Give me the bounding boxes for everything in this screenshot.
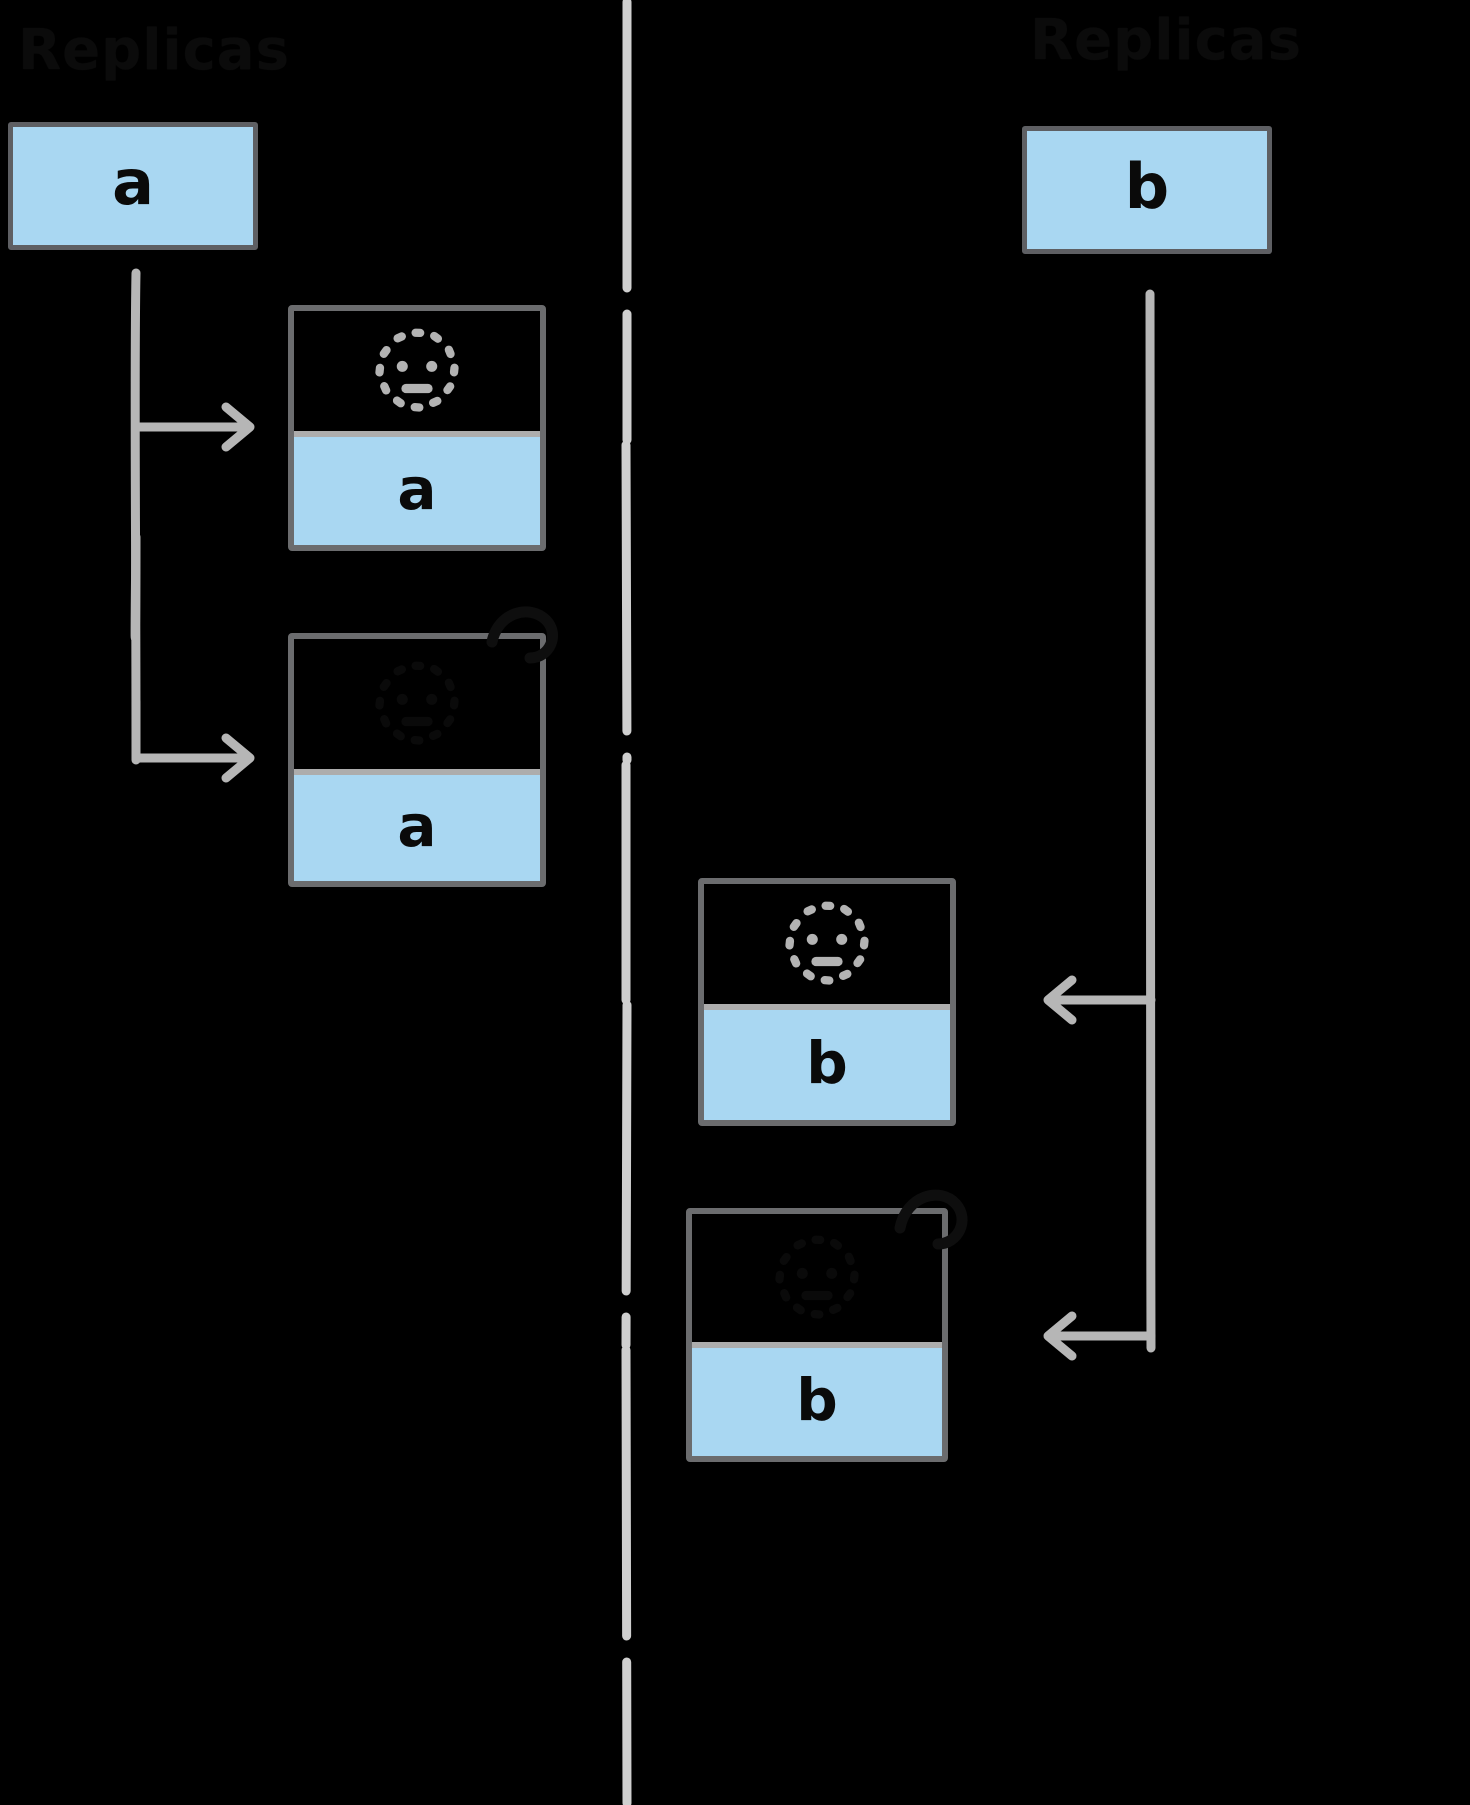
dashed-circle-face-icon xyxy=(771,1232,863,1324)
left-source-box[interactable]: a xyxy=(8,122,258,250)
dashed-circle-face-icon xyxy=(371,325,463,417)
left-card-1-icon-area xyxy=(294,311,540,437)
right-card-1[interactable]: b xyxy=(698,878,956,1126)
vertical-dashed-divider xyxy=(621,0,632,1805)
left-card-2-icon-area xyxy=(294,639,540,775)
left-card-1[interactable]: a xyxy=(288,305,546,551)
dashed-circle-face-icon xyxy=(371,658,463,750)
right-source-box[interactable]: b xyxy=(1022,126,1272,254)
left-card-2-label: a xyxy=(397,792,437,860)
left-arrow-group xyxy=(130,268,255,765)
left-ghost-scribble xyxy=(486,606,558,664)
right-card-2-label-area: b xyxy=(692,1348,942,1456)
left-source-label: a xyxy=(112,146,154,219)
left-card-2[interactable]: a xyxy=(288,633,546,887)
dashed-circle-face-icon xyxy=(781,898,873,990)
right-column-header: Replicas xyxy=(1030,8,1302,73)
left-card-1-label: a xyxy=(397,455,437,523)
right-card-1-label-area: b xyxy=(704,1010,950,1120)
right-card-1-icon-area xyxy=(704,884,950,1010)
right-source-label: b xyxy=(1124,150,1170,223)
left-card-2-label-area: a xyxy=(294,775,540,881)
left-arrow-lower xyxy=(131,700,255,783)
right-card-2[interactable]: b xyxy=(686,1208,948,1462)
right-card-2-icon-area xyxy=(692,1214,942,1348)
right-card-2-label: b xyxy=(796,1366,838,1434)
right-ghost-scribble xyxy=(894,1189,968,1250)
left-card-1-label-area: a xyxy=(294,437,540,545)
right-card-1-label: b xyxy=(806,1029,848,1097)
left-column-header: Replicas xyxy=(18,18,290,83)
right-arrow-group xyxy=(1043,289,1156,1361)
